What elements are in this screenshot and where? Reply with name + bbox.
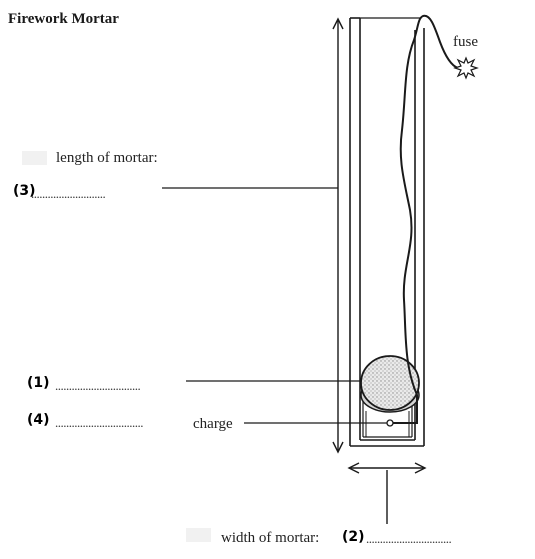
fuse-wire xyxy=(393,14,459,424)
label-box-width xyxy=(186,528,211,542)
answer-blank-4[interactable]: ................................ xyxy=(55,415,144,430)
blank-number-1: (1) xyxy=(27,375,50,391)
firework-shell xyxy=(360,355,420,413)
diagram-title: Firework Mortar xyxy=(8,11,119,27)
blank-number-3: (3) xyxy=(13,183,36,199)
answer-blank-1[interactable]: ............................... xyxy=(55,378,141,393)
length-dimension-arrow xyxy=(332,17,344,454)
lift-charge xyxy=(386,419,394,427)
answer-blank-3[interactable]: ........................... xyxy=(31,186,106,201)
answer-blank-2[interactable]: ............................... xyxy=(366,531,452,546)
label-fuse: fuse xyxy=(453,34,478,50)
blank-number-4: (4) xyxy=(27,412,50,428)
width-dimension-arrow xyxy=(347,462,427,524)
label-width-of-mortar: width of mortar: xyxy=(221,530,319,546)
fuse-spark-icon xyxy=(453,56,479,80)
blank-number-2: (2) xyxy=(342,529,365,545)
mortar-tube xyxy=(349,17,425,447)
label-box-length xyxy=(22,151,47,165)
label-charge: charge xyxy=(193,416,233,432)
label-length-of-mortar: length of mortar: xyxy=(56,150,158,166)
